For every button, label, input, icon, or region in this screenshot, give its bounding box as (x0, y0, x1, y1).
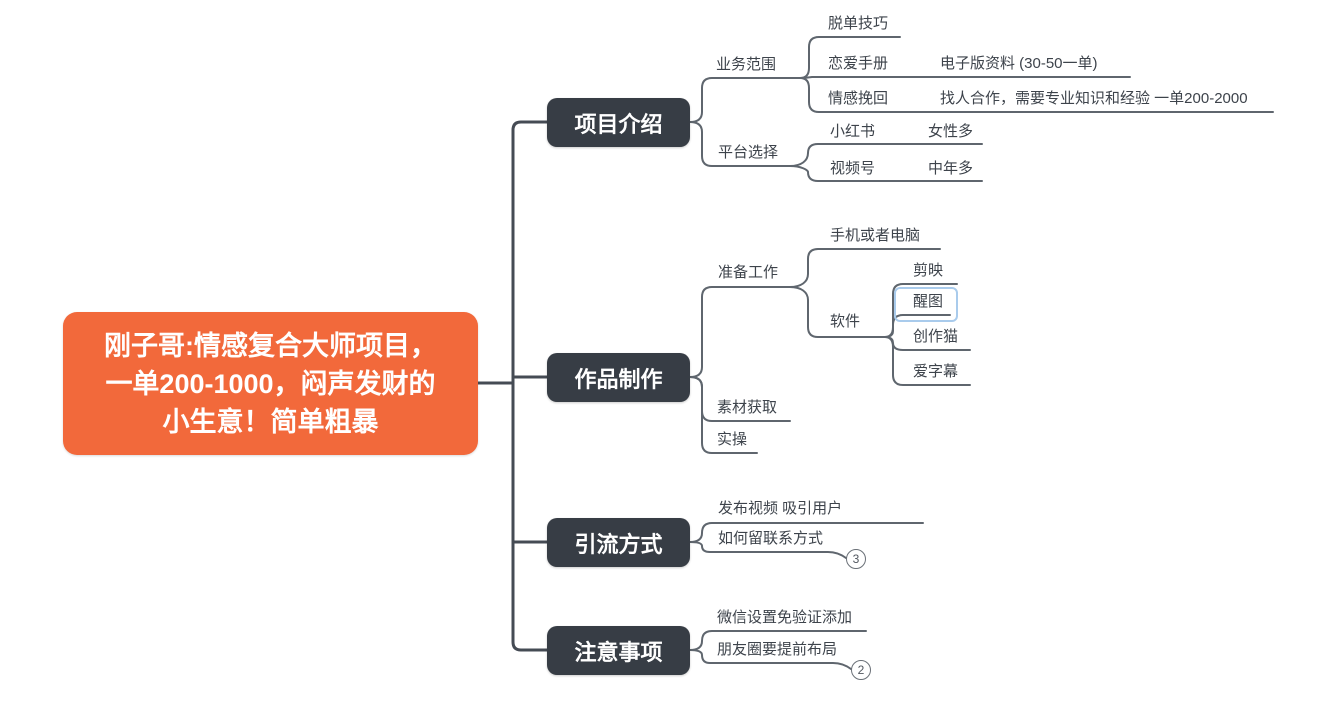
topic-phone-or-computer[interactable]: 手机或者电脑 (830, 227, 921, 244)
topic-publish-videos[interactable]: 发布视频 吸引用户 (718, 500, 843, 517)
topic-xingtu[interactable]: 醒图 (913, 293, 944, 310)
note-ebook-price[interactable]: 电子版资料 (30-50一单) (940, 55, 1098, 72)
topic-software[interactable]: 软件 (830, 313, 861, 330)
topic-preparation[interactable]: 准备工作 (718, 264, 779, 281)
note-female-users[interactable]: 女性多 (928, 123, 974, 140)
topic-moments-layout[interactable]: 朋友圈要提前布局 (717, 641, 838, 658)
topic-shipinhao[interactable]: 视频号 (830, 160, 876, 177)
branch-content-creation[interactable]: 作品制作 (547, 353, 690, 402)
branch-notes[interactable]: 注意事项 (547, 626, 690, 675)
topic-love-manual[interactable]: 恋爱手册 (828, 55, 889, 72)
topic-dating-skills[interactable]: 脱单技巧 (828, 15, 889, 32)
topic-business-scope[interactable]: 业务范围 (716, 56, 777, 73)
topic-material-sourcing[interactable]: 素材获取 (717, 399, 778, 416)
topic-emotion-recovery[interactable]: 情感挽回 (828, 90, 889, 107)
topic-chuangzuomao[interactable]: 创作猫 (913, 328, 959, 345)
topic-xiaohongshu[interactable]: 小红书 (830, 123, 876, 140)
root-topic[interactable]: 刚子哥:情感复合大师项目， 一单200-1000，闷声发财的 小生意！简单粗暴 (63, 312, 478, 455)
topic-platform-choice[interactable]: 平台选择 (718, 144, 779, 161)
branch-project-intro[interactable]: 项目介绍 (547, 98, 690, 147)
branch-traffic-method[interactable]: 引流方式 (547, 518, 690, 567)
topic-wechat-no-verify[interactable]: 微信设置免验证添加 (717, 609, 853, 626)
collapsed-children-badge-2[interactable]: 2 (851, 660, 871, 680)
collapsed-children-badge-3[interactable]: 3 (846, 549, 866, 569)
topic-practice[interactable]: 实操 (717, 431, 748, 448)
topic-aizimu[interactable]: 爱字幕 (913, 363, 959, 380)
note-cooperation-price[interactable]: 找人合作，需要专业知识和经验 一单200-2000 (940, 90, 1248, 107)
topic-jianying[interactable]: 剪映 (913, 262, 944, 279)
selected-node-highlight (894, 287, 958, 322)
topic-leave-contact[interactable]: 如何留联系方式 (718, 530, 824, 547)
note-middle-aged-users[interactable]: 中年多 (928, 160, 974, 177)
